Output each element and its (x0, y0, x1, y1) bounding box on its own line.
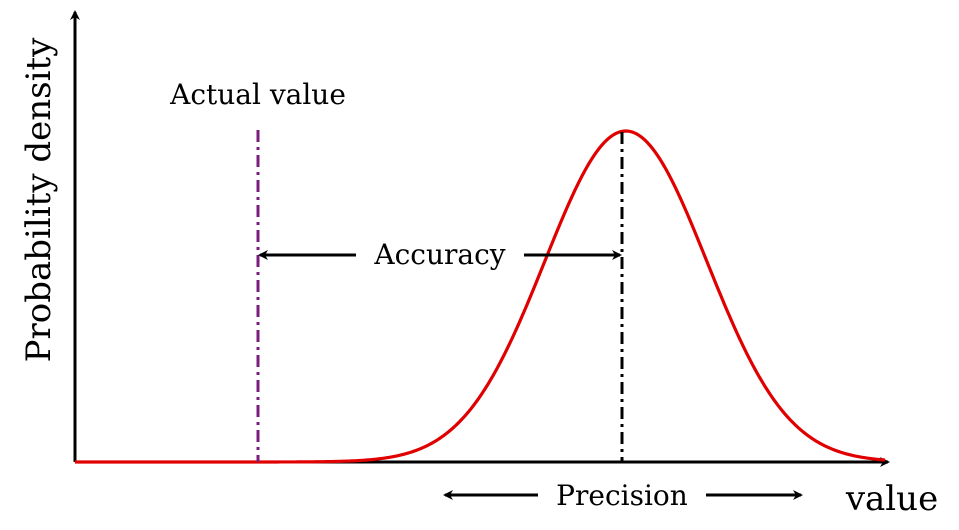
actual-value-label: Actual value (169, 78, 346, 111)
precision-label: Precision (556, 479, 688, 512)
x-axis-label: value (845, 479, 938, 519)
probability-curve (75, 129, 886, 464)
y-axis-label: Probability density (19, 37, 59, 362)
accuracy-label: Accuracy (373, 238, 505, 271)
